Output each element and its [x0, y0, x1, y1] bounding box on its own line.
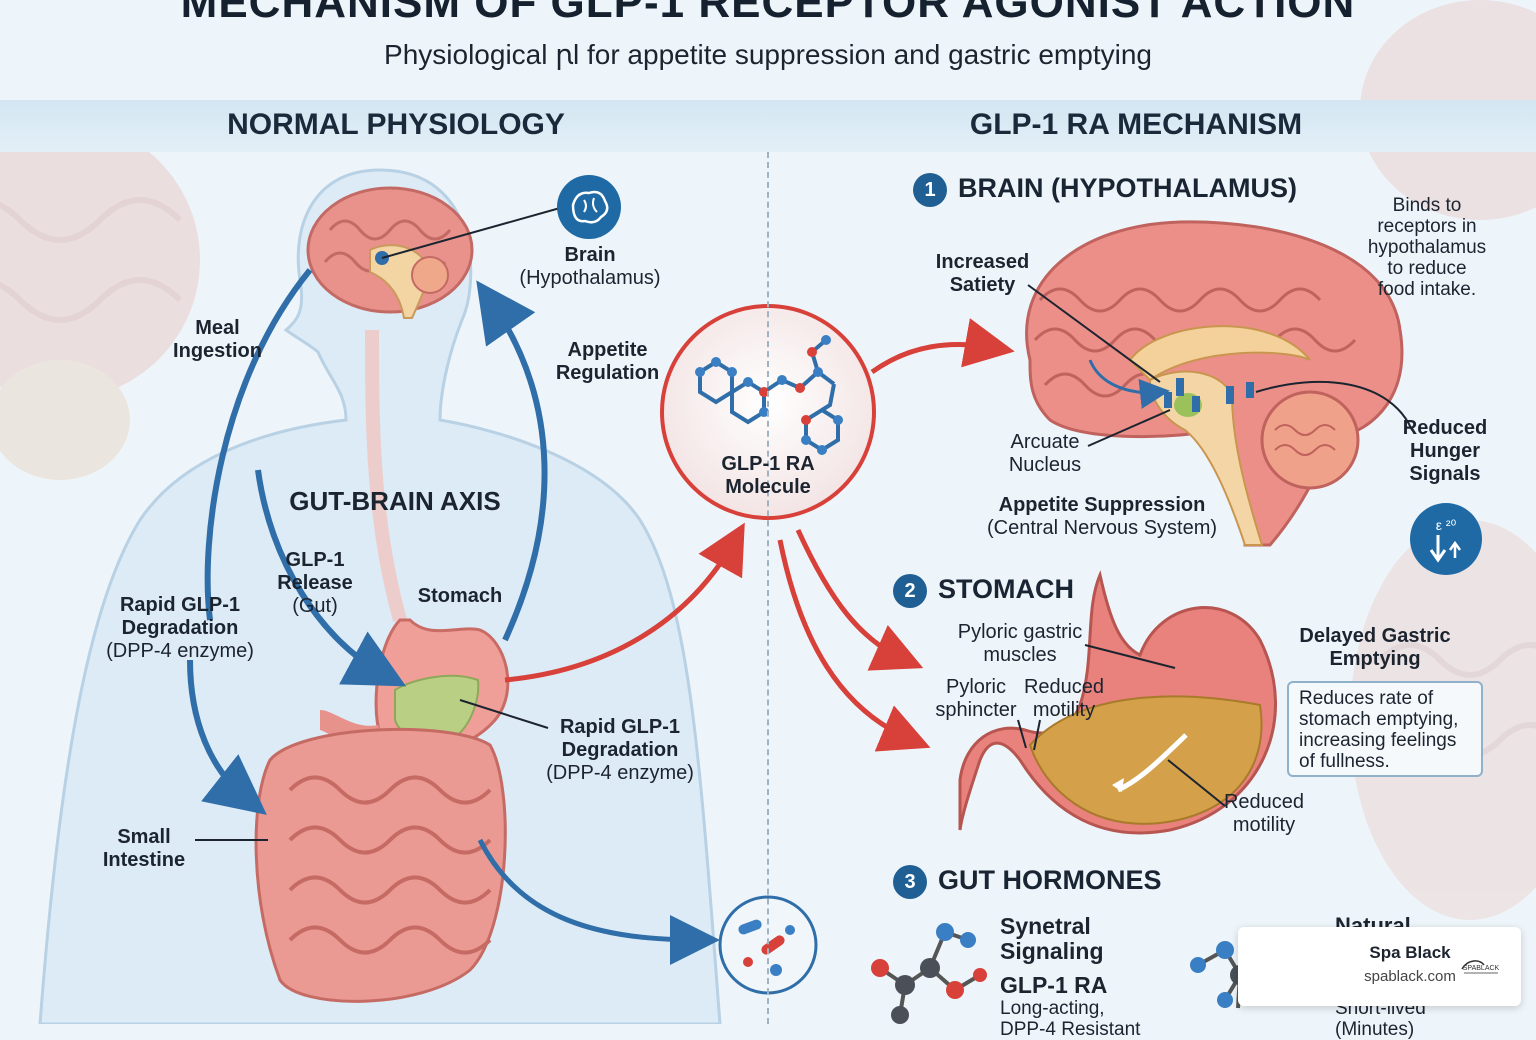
right-stomach	[958, 570, 1277, 835]
step-2-title: STOMACH	[938, 574, 1075, 604]
badge-url[interactable]: spablack.com	[1364, 968, 1456, 985]
left-stomach	[318, 618, 510, 754]
panel-divider	[767, 152, 769, 1024]
brain-icon	[557, 175, 621, 239]
step-1-title: BRAIN (HYPOTHALAMUS)	[958, 173, 1297, 203]
leader-rapid-right	[459, 699, 549, 729]
heading-normal-physiology: NORMAL PHYSIOLOGY	[227, 108, 565, 141]
step-2-number: 2	[893, 574, 927, 608]
arrow-meal-to-gut	[204, 268, 313, 621]
background-brain-left	[0, 120, 200, 480]
arrow-molecule-to-stomach-b	[777, 539, 931, 752]
page-subtitle: Physiological ꞃl for appetite suppressio…	[384, 39, 1152, 70]
watermark-badge[interactable]	[1238, 927, 1521, 1006]
badge-name: Spa Black	[1369, 943, 1451, 962]
label-appetite-suppression: Appetite Suppression(Central Nervous Sys…	[986, 494, 1218, 539]
label-gut-brain-axis: GUT-BRAIN AXIS	[289, 486, 501, 516]
svg-text:ε ²⁰: ε ²⁰	[1436, 517, 1457, 533]
section-header-band	[0, 100, 1536, 152]
right-brain	[1025, 220, 1413, 547]
page-title: MECHANISM OF GLP-1 RECEPTOR AGONIST ACTI…	[180, 0, 1356, 27]
label-glp1-ra: GLP-1 RA	[1000, 972, 1108, 998]
step-3-number: 3	[893, 865, 927, 899]
arrow-appetite-regulation	[476, 280, 548, 642]
callout-reduces-emptying: Reduces rate of stomach emptying, increa…	[1287, 681, 1483, 777]
head-brain	[306, 186, 561, 319]
arrow-stomach-to-molecule	[504, 522, 745, 683]
svg-text:SPABLACK: SPABLACK	[1463, 965, 1500, 972]
label-stomach-left: Stomach	[417, 585, 503, 607]
small-intestine	[195, 727, 507, 1003]
step-3-title: GUT HORMONES	[938, 865, 1162, 895]
gut-hormone-molecule-a	[871, 923, 987, 1024]
spa-black-logo-icon: SPABLACK	[1461, 960, 1500, 974]
gut-hormone-molecule-b	[1190, 941, 1250, 1009]
arrow-degradation-to-intestine	[187, 659, 267, 815]
arrow-molecule-to-stomach-a	[795, 528, 924, 671]
arrow-intestine-to-bacteria	[477, 838, 720, 965]
label-brain: Brain(Hypothalamus)	[519, 244, 661, 289]
heading-glp1-mechanism: GLP-1 RA MECHANISM	[969, 108, 1303, 141]
hunger-signal-icon: ε ²⁰	[1410, 503, 1482, 575]
arrow-release-to-stomach	[255, 469, 407, 687]
label-long-acting: Long-acting,DPP-4 Resistant	[1000, 998, 1141, 1040]
step-1-number: 1	[913, 173, 947, 207]
arrow-molecule-to-brain	[870, 318, 1015, 375]
